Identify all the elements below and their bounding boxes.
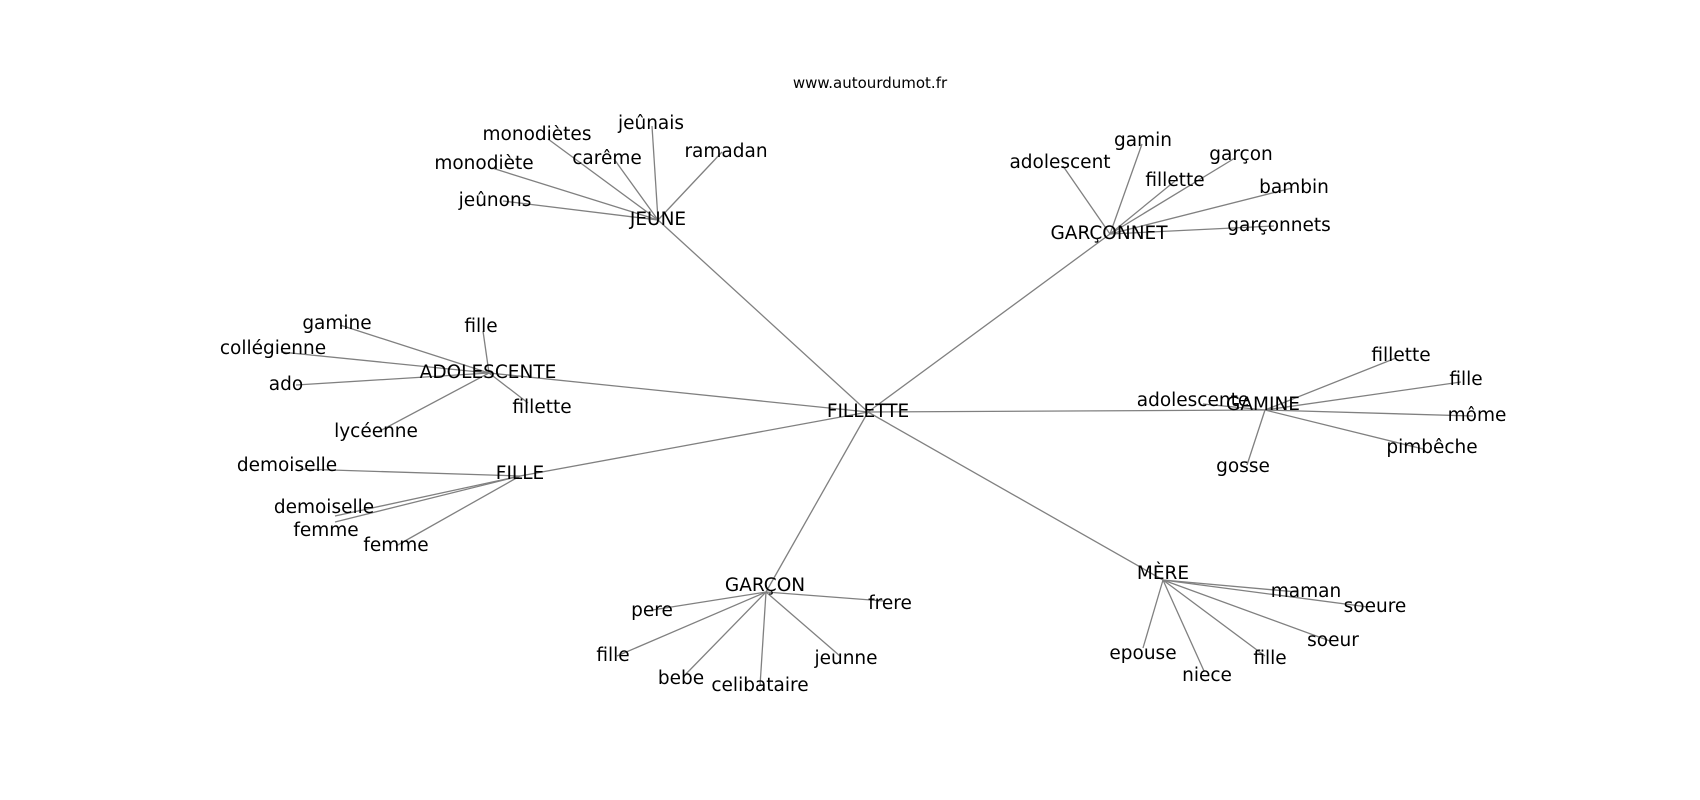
- edge-garconnet-leaf: [1109, 187, 1293, 235]
- edge-garconnet-leaf: [1109, 157, 1236, 235]
- leaf-node-label: soeur: [1307, 630, 1359, 651]
- edge-mere-leaf: [1162, 579, 1298, 593]
- hub-node-label-gamine: GAMINE: [1226, 394, 1300, 415]
- leaf-node-label: pimbêche: [1386, 437, 1477, 458]
- edge-center-garcon: [765, 411, 869, 593]
- leaf-node-label: fille: [1449, 369, 1482, 390]
- edge-mere-leaf: [1162, 579, 1266, 657]
- edge-garcon-leaf: [765, 591, 885, 602]
- edge-center-jeune: [657, 219, 869, 413]
- center-node-label: FILLETTE: [827, 401, 909, 422]
- edge-fille-leaf: [334, 475, 521, 523]
- edge-gamine-leaf: [1246, 409, 1266, 466]
- leaf-node-label: monodiète: [434, 153, 533, 174]
- leaf-node-label: fillette: [512, 397, 571, 418]
- hub-node-label-garconnet: GARÇONNET: [1050, 223, 1168, 244]
- leaf-node-label: monodiètes: [483, 124, 592, 145]
- edge-gamine-leaf: [1264, 409, 1424, 450]
- leaf-node-label: pere: [631, 600, 673, 621]
- edge-garcon-leaf: [683, 591, 767, 677]
- leaf-node-label: bambin: [1259, 177, 1329, 198]
- leaf-node-label: bebe: [658, 668, 704, 689]
- graph-edges: [280, 125, 1474, 687]
- edge-jeune-leaf: [613, 158, 659, 221]
- edge-garconnet-leaf: [1109, 180, 1176, 235]
- leaf-node-label: fille: [596, 645, 629, 666]
- leaf-node-label: fille: [464, 316, 497, 337]
- edge-gamine-leaf: [1264, 409, 1474, 417]
- leaf-node-label: demoiselle: [274, 497, 374, 518]
- hub-node-label-mere: MÈRE: [1137, 562, 1189, 584]
- leaf-node-label: gamin: [1114, 130, 1172, 151]
- edge-gamine-leaf: [1264, 381, 1462, 411]
- leaf-node-label: adolescent: [1009, 152, 1110, 173]
- leaf-node-label: jeûnons: [458, 190, 532, 211]
- edge-garcon-leaf: [759, 591, 767, 687]
- edge-adolescente-leaf: [295, 372, 490, 386]
- edge-jeune-leaf: [502, 200, 659, 221]
- edge-jeune-leaf: [651, 125, 659, 221]
- leaf-node-label: fillette: [1371, 345, 1430, 366]
- leaf-node-label: jeûnais: [617, 113, 684, 134]
- edge-fille-leaf: [299, 468, 521, 477]
- leaf-node-label: collégienne: [220, 338, 326, 359]
- edge-adolescente-leaf: [488, 372, 529, 404]
- edge-garcon-leaf: [645, 591, 767, 612]
- edge-garconnet-leaf: [1062, 165, 1111, 235]
- hub-node-label-jeune: JEUNE: [629, 209, 686, 230]
- edge-center-adolescente: [488, 372, 869, 413]
- leaf-node-label: fille: [1253, 648, 1286, 669]
- leaf-node-label: epouse: [1109, 643, 1176, 664]
- edge-gamine-leaf: [1202, 403, 1266, 411]
- leaf-node-label: celibataire: [711, 675, 808, 696]
- leaf-node-label: ramadan: [684, 141, 767, 162]
- edge-adolescente-leaf: [280, 351, 490, 374]
- edge-mere-leaf: [1162, 579, 1331, 642]
- edge-fille-leaf: [395, 475, 521, 547]
- leaf-node-label: frere: [868, 593, 912, 614]
- edge-center-mere: [867, 411, 1164, 581]
- edge-fille-leaf: [334, 475, 521, 517]
- graph-labels: FILLETTE jeûnais monodiètes carême ramadan m…: [220, 113, 1507, 696]
- leaf-node-label: maman: [1271, 581, 1341, 602]
- hub-node-label-fille: FILLE: [496, 463, 544, 484]
- hub-node-label-garcon: GARÇON: [725, 575, 805, 596]
- edge-adolescente-leaf: [339, 324, 490, 374]
- leaf-node-label: garçonnets: [1227, 215, 1331, 236]
- edge-adolescente-leaf: [482, 330, 490, 374]
- leaf-node-label: niece: [1182, 665, 1232, 686]
- hub-node-label-adolescente: ADOLESCENTE: [420, 362, 557, 383]
- leaf-node-label: femme: [363, 535, 428, 556]
- edge-jeune-leaf: [657, 151, 723, 221]
- edge-garcon-leaf: [765, 591, 841, 657]
- leaf-node-label: jeunne: [813, 648, 877, 669]
- leaf-node-label: môme: [1448, 405, 1507, 426]
- edge-jeune-leaf: [547, 138, 659, 221]
- source-watermark: www.autourdumot.fr: [792, 74, 948, 92]
- leaf-node-label: soeure: [1344, 596, 1407, 617]
- leaf-node-label: ado: [269, 374, 303, 395]
- edge-mere-leaf: [1162, 579, 1205, 672]
- edge-garconnet-leaf: [1109, 225, 1275, 235]
- edge-adolescente-leaf: [377, 372, 490, 433]
- leaf-node-label: adolescente: [1137, 390, 1249, 411]
- leaf-node-label: gosse: [1216, 456, 1270, 477]
- leaf-node-label: garçon: [1209, 144, 1273, 165]
- edge-garcon-leaf: [616, 591, 767, 657]
- edge-mere-leaf: [1142, 579, 1164, 649]
- edge-center-garconnet: [867, 233, 1111, 413]
- edge-gamine-leaf: [1264, 357, 1397, 411]
- leaf-node-label: demoiselle: [237, 455, 337, 476]
- leaf-node-label: gamine: [302, 313, 371, 334]
- edge-garconnet-leaf: [1109, 143, 1143, 235]
- edge-mere-leaf: [1162, 579, 1369, 608]
- leaf-node-label: carême: [572, 148, 642, 169]
- edge-center-gamine: [867, 409, 1266, 413]
- edge-center-fille: [519, 411, 869, 477]
- leaf-node-label: fillette: [1145, 170, 1204, 191]
- leaf-node-label: lycéenne: [334, 421, 418, 442]
- leaf-node-label: femme: [293, 520, 358, 541]
- edge-jeune-leaf: [491, 167, 659, 221]
